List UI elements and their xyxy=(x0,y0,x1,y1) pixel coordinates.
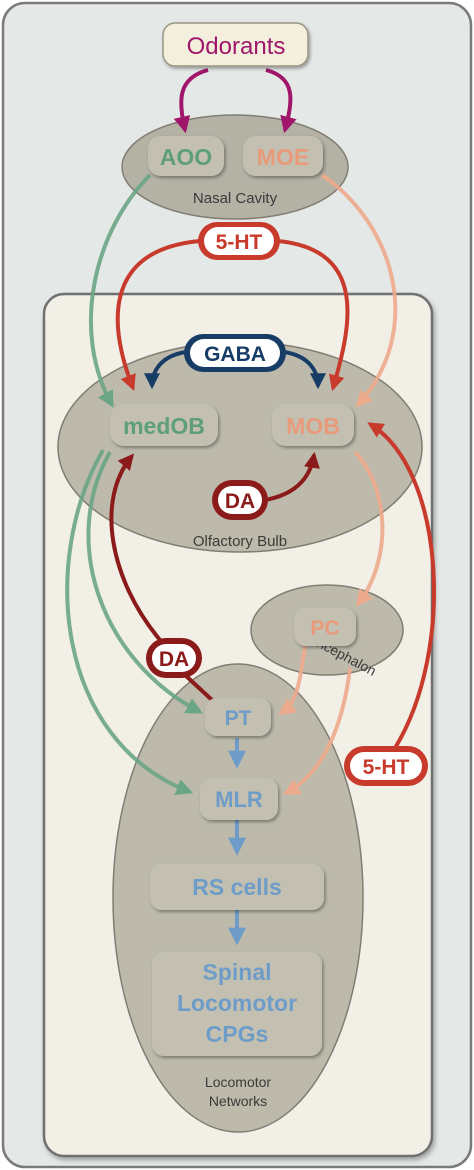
serotonin-top-badge: 5-HT xyxy=(198,222,280,260)
dopamine-pt-badge: DA xyxy=(146,638,202,678)
serotonin-top-label: 5-HT xyxy=(216,231,263,254)
mob-to-pc-arrow xyxy=(353,450,385,607)
aoo-node: AOO xyxy=(148,136,224,176)
odorants-to-moe-arrow xyxy=(265,68,297,134)
spinal-label-3: CPGs xyxy=(206,1021,269,1047)
aoo-label: AOO xyxy=(160,144,212,170)
mlr-label: MLR xyxy=(215,787,263,812)
locomotor-networks-label-2: Networks xyxy=(209,1093,267,1109)
pc-to-pt-arrow xyxy=(278,645,307,715)
pc-label: PC xyxy=(310,617,339,640)
medob-node: medOB xyxy=(110,404,218,446)
spinal-label-1: Spinal xyxy=(202,959,271,985)
serotonin-to-mob-arrow xyxy=(277,239,350,392)
serotonin-side-label: 5-HT xyxy=(363,756,410,779)
olfactory-bulb-label: Olfactory Bulb xyxy=(193,533,287,550)
medob-to-pt-arrow xyxy=(86,451,203,714)
gaba-pathway xyxy=(144,350,326,390)
nasal-cavity-label: Nasal Cavity xyxy=(193,190,278,207)
aoo-to-medob-arrow xyxy=(88,173,152,408)
moe-node: MOE xyxy=(243,136,323,176)
medob-label: medOB xyxy=(123,413,205,439)
dopamine-to-medob-arrow xyxy=(109,453,162,642)
serotonin-to-mob-side-arrow xyxy=(367,422,436,750)
mob-label: MOB xyxy=(286,413,340,439)
dopamine-pathways xyxy=(109,451,320,702)
pt-label: PT xyxy=(225,707,252,730)
spinal-cpg-node: Spinal Locomotor CPGs xyxy=(152,952,322,1056)
moe-to-mob-arrow xyxy=(320,173,398,408)
odorants-label: Odorants xyxy=(187,33,286,60)
dopamine-to-mob-arrow xyxy=(264,451,320,502)
spinal-label-2: Locomotor xyxy=(177,990,297,1016)
rs-cells-label: RS cells xyxy=(192,874,282,900)
rs-cells-node: RS cells xyxy=(150,864,324,910)
mlr-node: MLR xyxy=(200,778,278,820)
dopamine-ob-label: DA xyxy=(225,490,255,513)
locomotor-networks-label-1: Locomotor xyxy=(205,1074,271,1090)
serotonin-side-badge: 5-HT xyxy=(344,746,428,786)
main-olfactory-pathway xyxy=(278,173,398,795)
medob-to-mlr-arrow xyxy=(65,449,194,795)
accessory-olfactory-pathway xyxy=(65,173,203,795)
pc-node: PC xyxy=(294,608,356,646)
moe-label: MOE xyxy=(257,144,309,170)
dopamine-ob-badge: DA xyxy=(212,480,268,520)
gaba-label: GABA xyxy=(204,343,266,366)
odorants-box xyxy=(162,22,309,67)
dopamine-pt-link xyxy=(183,673,214,702)
odorants-to-aoo-arrow xyxy=(173,68,209,134)
serotonin-to-medob-arrow xyxy=(115,239,201,391)
gaba-badge: GABA xyxy=(184,334,286,372)
dopamine-pt-label: DA xyxy=(159,648,189,671)
serotonin-top-pathway xyxy=(115,239,350,392)
odorant-pathway xyxy=(173,68,297,134)
gaba-to-mob-arrow xyxy=(283,350,326,390)
gaba-to-medob-arrow xyxy=(144,350,187,390)
mob-node: MOB xyxy=(272,404,354,446)
pc-to-mlr-arrow xyxy=(283,667,352,795)
pt-node: PT xyxy=(205,698,271,736)
